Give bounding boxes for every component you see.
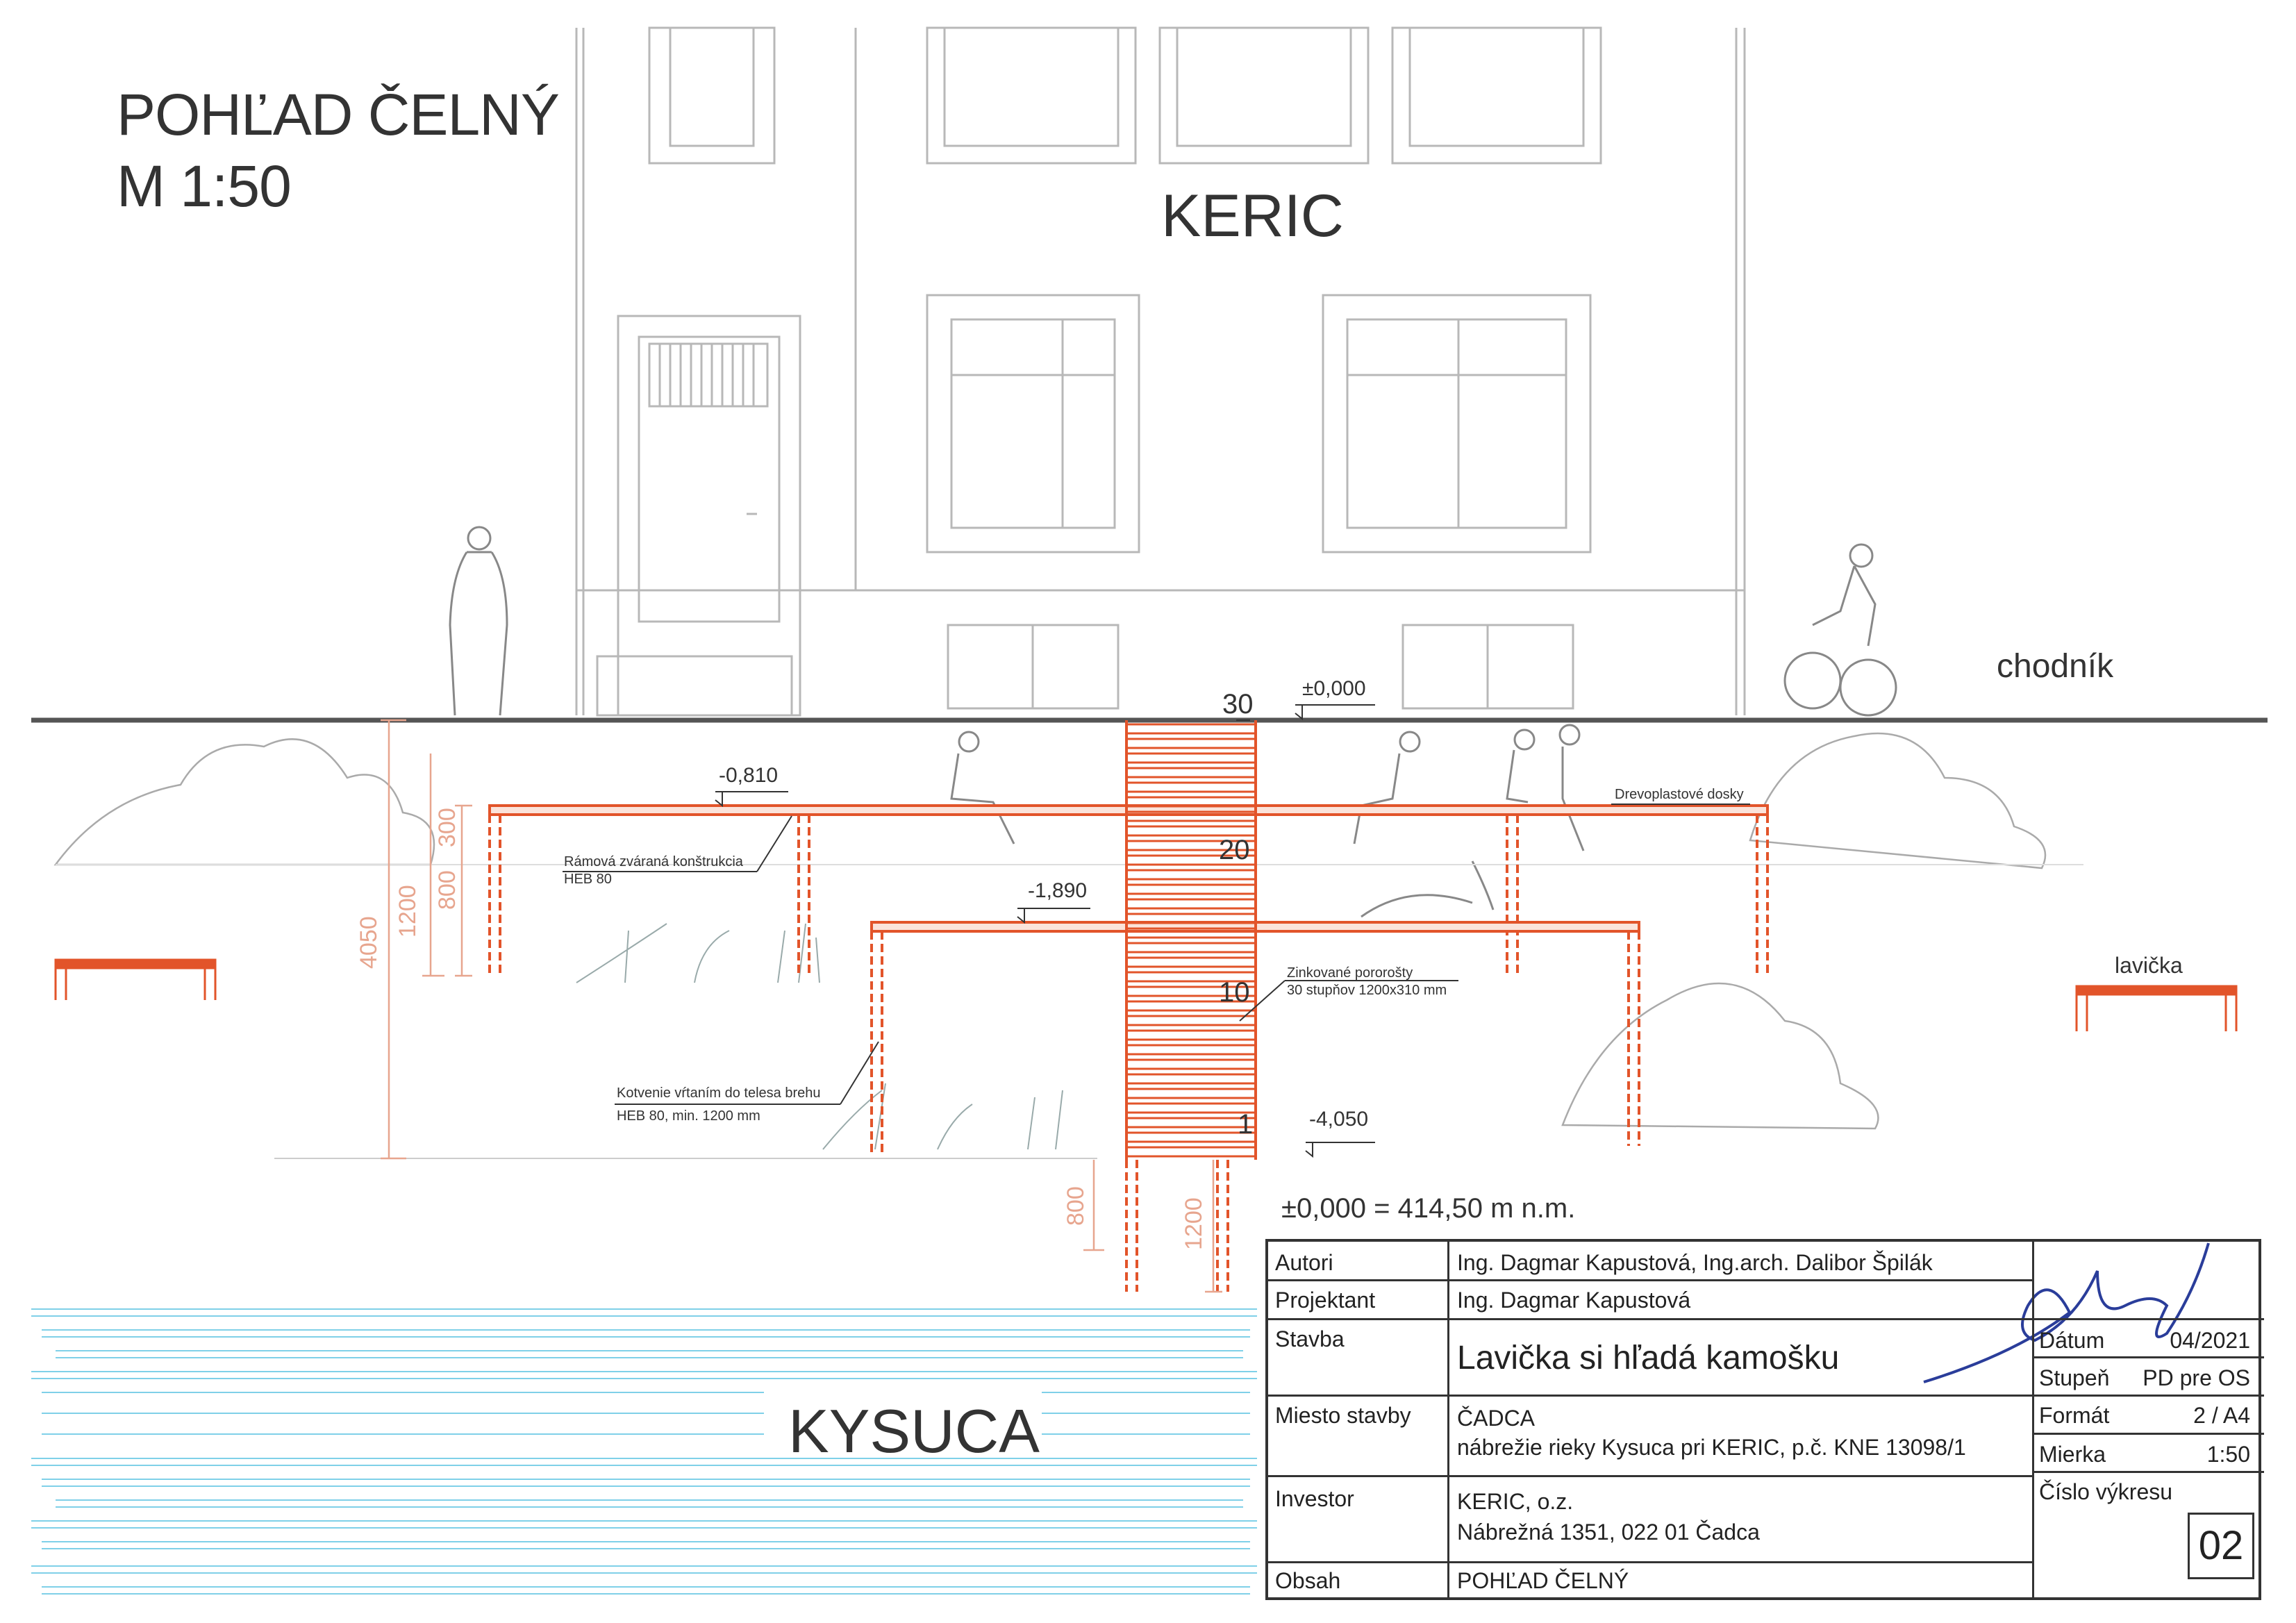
boards-annotation: Drevoplastové dosky	[1615, 787, 1744, 802]
building-label: KERIC	[1161, 183, 1344, 249]
sidewalk-label: chodník	[1997, 648, 2114, 685]
upper-deck	[488, 804, 1769, 976]
stair-step	[1125, 1015, 1257, 1026]
stair-step	[1125, 883, 1257, 895]
anchor-annotation-sub: HEB 80, min. 1200 mm	[617, 1108, 760, 1124]
stage-value: PD pre OS	[2143, 1365, 2250, 1390]
investor-label: Investor	[1275, 1486, 1354, 1511]
content-value: POHĽAD ČELNÝ	[1457, 1568, 1629, 1593]
designer-label: Projektant	[1275, 1288, 1376, 1313]
designer-value: Ing. Dagmar Kapustová	[1457, 1288, 1691, 1313]
stair-step	[1125, 956, 1257, 968]
building-facade	[575, 26, 1746, 717]
level-upper-deck: -0,810	[719, 764, 779, 787]
stair-step	[1125, 723, 1257, 735]
stair-step	[1125, 869, 1257, 881]
level-lower-deck: -1,890	[1028, 879, 1088, 902]
frame-annotation-title: Rámová zváraná konštrukcia	[564, 854, 743, 869]
level-top: ±0,000	[1302, 677, 1366, 700]
dimension-800-top: 800	[434, 870, 460, 910]
grating-annotation-sub: 30 stupňov 1200x310 mm	[1287, 983, 1447, 998]
step-number-20: 20	[1219, 835, 1250, 865]
stair-step	[1125, 1029, 1257, 1041]
stair-step	[1125, 1146, 1257, 1158]
signature-icon	[1923, 1242, 2210, 1383]
dimension-4050: 4050	[356, 916, 382, 969]
stair-step	[1125, 1117, 1257, 1129]
stair-step	[1125, 1044, 1257, 1056]
shrub-icon	[53, 732, 2047, 1130]
investor-line-2: Nábrežná 1351, 022 01 Čadca	[1457, 1520, 1760, 1545]
step-number-30: 30	[1222, 689, 1254, 719]
step-number-10: 10	[1219, 977, 1250, 1008]
building-row-value: Lavička si hľadá kamošku	[1457, 1340, 1840, 1376]
elevation-note: ±0,000 = 414,50 m n.m.	[1281, 1193, 1576, 1224]
anchor-annotation-title: Kotvenie vŕtaním do telesa brehu	[617, 1085, 821, 1101]
scale-title: M 1:50	[117, 153, 292, 219]
view-title: POHĽAD ČELNÝ	[117, 82, 560, 147]
stair-step	[1125, 738, 1257, 749]
format-label: Formát	[2039, 1403, 2110, 1428]
cyclist-icon	[1783, 543, 1897, 717]
bench-left	[54, 958, 217, 1000]
stair-step	[1125, 1102, 1257, 1114]
dimension-lines	[381, 719, 1222, 1293]
stair-step	[1125, 1073, 1257, 1085]
bench-label: lavička	[2115, 953, 2183, 978]
dimension-1200-bottom: 1200	[1181, 1197, 1207, 1250]
plant-icon	[576, 923, 1063, 1150]
stair-step	[1125, 1088, 1257, 1099]
site-line-2: nábrežie rieky Kysuca pri KERIC, p.č. KN…	[1457, 1435, 1966, 1460]
level-bottom: -4,050	[1309, 1108, 1369, 1131]
stage-label: Stupeň	[2039, 1365, 2110, 1390]
authors-label: Autori	[1275, 1250, 1333, 1275]
step-number-1: 1	[1238, 1109, 1254, 1140]
content-label: Obsah	[1275, 1568, 1341, 1593]
authors-value: Ing. Dagmar Kapustová, Ing.arch. Dalibor…	[1457, 1250, 1933, 1275]
scale-value: 1:50	[2206, 1442, 2250, 1467]
staircase-steps	[1125, 723, 1257, 1158]
river-water	[31, 1308, 1257, 1595]
seated-people-icon	[950, 724, 1585, 918]
drawing-number-label: Číslo výkresu	[2039, 1479, 2173, 1504]
staircase-stringers	[1125, 720, 1257, 1292]
site-line-1: ČADCA	[1457, 1406, 1536, 1431]
stair-step	[1125, 1058, 1257, 1070]
stair-step	[1125, 942, 1257, 954]
site-label: Miesto stavby	[1275, 1403, 1411, 1428]
stair-step	[1125, 781, 1257, 793]
format-value: 2 / A4	[2193, 1403, 2250, 1428]
date-label: Dátum	[2039, 1328, 2105, 1353]
dimension-300: 300	[434, 808, 460, 847]
title-block: Autori Ing. Dagmar Kapustová, Ing.arch. …	[1265, 1239, 2264, 1600]
dimension-1200-top: 1200	[394, 885, 421, 938]
stair-step	[1125, 898, 1257, 910]
grating-annotation-title: Zinkované pororošty	[1287, 965, 1413, 981]
dimension-800-bottom: 800	[1063, 1186, 1089, 1226]
river-label: KYSUCA	[788, 1397, 1040, 1465]
bench-right	[2075, 985, 2238, 1031]
date-value: 04/2021	[2170, 1328, 2250, 1353]
level-markers	[563, 704, 1750, 1158]
scale-label: Mierka	[2039, 1442, 2106, 1467]
stair-step	[1125, 1131, 1257, 1143]
person-figure-icon	[449, 526, 508, 716]
investor-line-1: KERIC, o.z.	[1457, 1489, 1574, 1514]
frame-annotation-sub: HEB 80	[564, 872, 612, 887]
building-row-label: Stavba	[1275, 1326, 1345, 1351]
stair-step	[1125, 767, 1257, 779]
stair-step	[1125, 752, 1257, 764]
drawing-number: 02	[2188, 1513, 2254, 1579]
